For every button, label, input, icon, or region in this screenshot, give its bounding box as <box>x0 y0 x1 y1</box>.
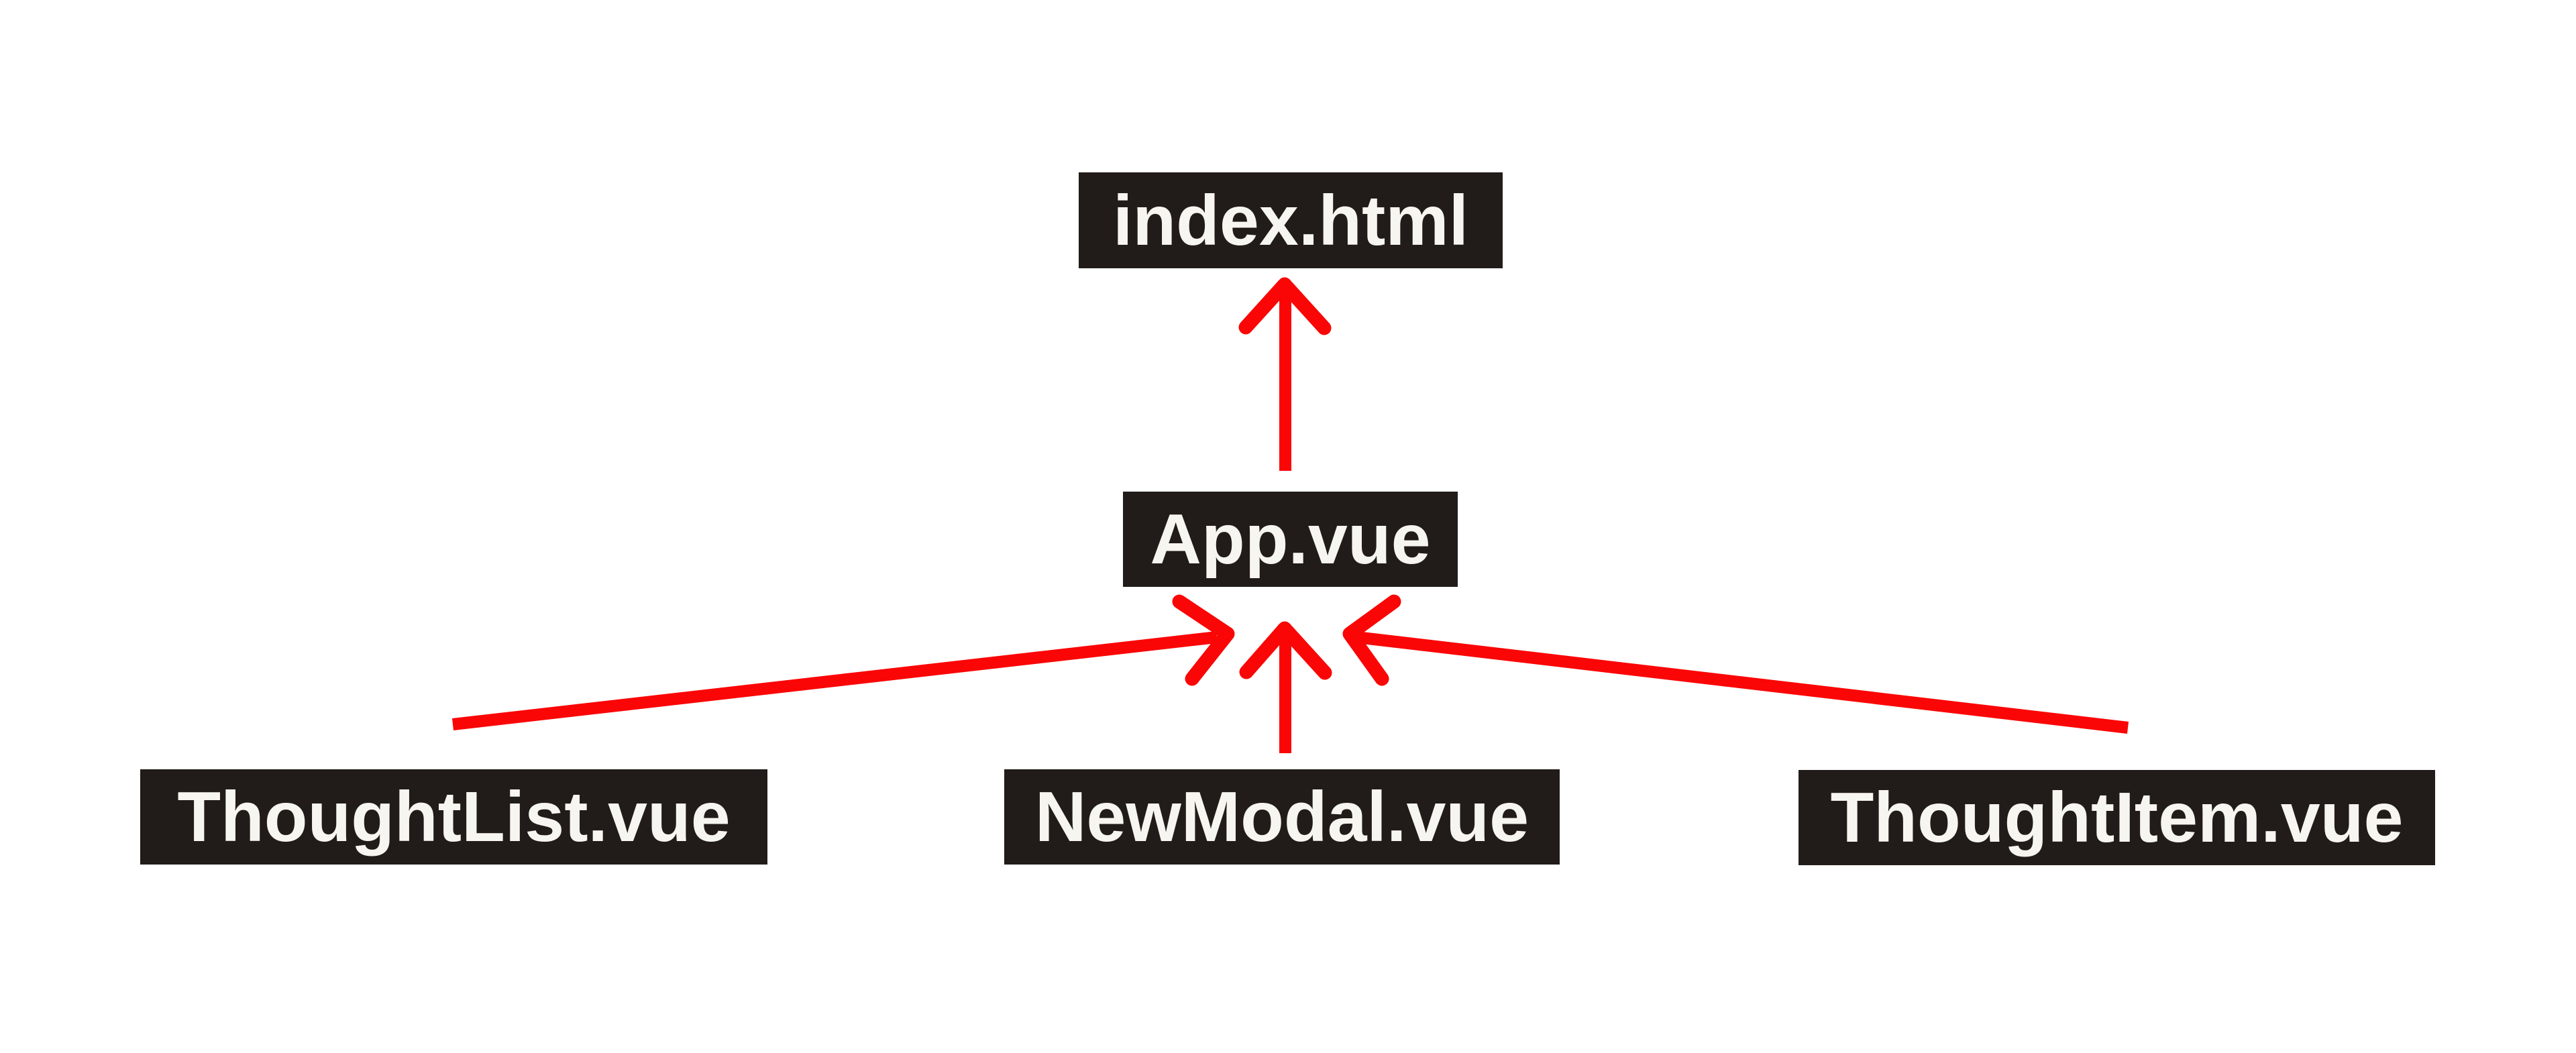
node-label: NewModal.vue <box>1034 777 1529 856</box>
node-label: ThoughtItem.vue <box>1830 778 2404 857</box>
node-label: App.vue <box>1150 500 1431 579</box>
arrow-shaft <box>451 631 1218 730</box>
node-label: ThoughtList.vue <box>177 777 731 856</box>
node-label: index.html <box>1112 180 1469 260</box>
arrow-thoughtitem-to-app <box>1342 594 2129 734</box>
arrow-shaft <box>1355 631 2129 734</box>
node-app-vue: App.vue <box>1123 492 1458 587</box>
arrow-app-to-index <box>1238 277 1332 471</box>
node-thoughtitem-vue: ThoughtItem.vue <box>1799 770 2435 865</box>
arrowhead-right-icon <box>1172 594 1235 686</box>
arrow-newmodal-to-app <box>1239 621 1332 753</box>
arrow-thoughtlist-to-app <box>451 594 1235 730</box>
arrowhead-left-icon <box>1342 594 1401 686</box>
node-newmodal-vue: NewModal.vue <box>1004 769 1560 865</box>
node-thoughtlist-vue: ThoughtList.vue <box>140 769 767 865</box>
arrowhead-up-icon <box>1239 621 1332 680</box>
node-index-html: index.html <box>1079 172 1503 268</box>
arrowhead-up-icon <box>1238 277 1332 335</box>
